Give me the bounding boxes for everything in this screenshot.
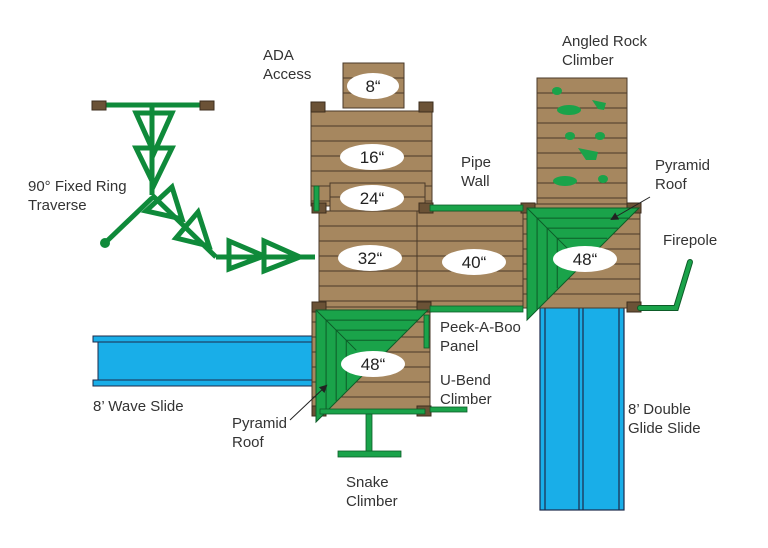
ring-1 [132, 110, 176, 160]
rock-hold [598, 175, 608, 183]
deck-post [310, 101, 326, 113]
rock-hold [557, 105, 581, 115]
height-oval-upper-step: 16“ [340, 144, 404, 170]
height-oval-tower-right: 48“ [553, 246, 617, 272]
ring-6 [261, 237, 307, 275]
rock-holds [552, 87, 608, 186]
pyramid-roof-right-arrow [610, 196, 651, 221]
rock-hold [595, 132, 605, 140]
ring-traverse [91, 100, 315, 275]
ring-3 [140, 182, 186, 223]
traverse-support-arm [104, 196, 154, 244]
traverse-post-right [199, 100, 215, 111]
height-label: 8“ [365, 77, 380, 96]
rock-climber-wall [536, 77, 628, 205]
peek-a-boo-panel [423, 314, 430, 349]
traverse-end-ball [100, 238, 110, 248]
height-oval-deck-32: 32“ [338, 245, 402, 271]
height-label: 24“ [360, 189, 385, 208]
rock-hold [592, 100, 606, 110]
traverse-post-left [91, 100, 107, 111]
height-oval-deck-40: 40“ [442, 249, 506, 275]
rock-hold [565, 132, 575, 140]
rock-hold [552, 87, 562, 95]
height-oval-ada-ramp: 8“ [347, 73, 399, 99]
rock-hold [578, 148, 598, 160]
deck-post [418, 101, 434, 113]
height-label: 48“ [361, 355, 386, 374]
callout-arrows [289, 196, 651, 421]
height-oval-step-24: 24“ [340, 185, 404, 211]
label-firepole: Firepole [663, 232, 717, 249]
firepole-inner [638, 260, 692, 310]
pipe-wall [313, 185, 524, 313]
pyramid-roof-left-arrow [289, 384, 328, 421]
height-label: 40“ [462, 253, 487, 272]
rock-hold [553, 176, 577, 186]
height-label: 48“ [573, 250, 598, 269]
deck-heights: 8“ 16“ 24“ 32“ 40“ 48“ 48“ [338, 73, 617, 377]
u-bend-climber [319, 406, 468, 415]
height-label: 32“ [358, 249, 383, 268]
label-wave-slide: 8’ Wave Slide [93, 398, 184, 415]
double-glide-slide [539, 305, 625, 511]
ring-5 [226, 237, 271, 273]
ring-4 [171, 206, 213, 250]
height-oval-tower-bottom: 48“ [341, 351, 405, 377]
height-label: 16“ [360, 148, 385, 167]
snake-climber [337, 413, 402, 458]
ring-2 [132, 145, 176, 191]
wave-slide [92, 335, 314, 387]
